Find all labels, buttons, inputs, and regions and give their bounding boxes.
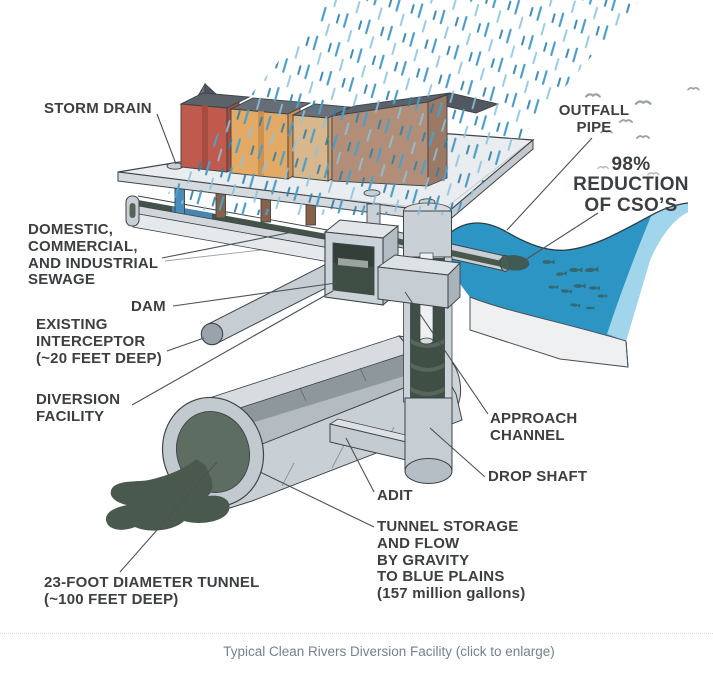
leader-dam bbox=[172, 282, 337, 307]
label-tunnel-storage: TUNNEL STORAGE AND FLOW BY GRAVITY TO BL… bbox=[377, 518, 526, 603]
label-dam: DAM bbox=[131, 298, 166, 315]
leader-lines bbox=[119, 113, 599, 573]
leader-tunnel-storage bbox=[259, 471, 375, 528]
label-approach-channel: APPROACH CHANNEL bbox=[490, 410, 578, 444]
label-storm-drain: STORM DRAIN bbox=[44, 100, 152, 117]
leader-storm-drain bbox=[156, 113, 177, 165]
leader-outfall-pipe bbox=[506, 137, 593, 231]
label-existing-interceptor: EXISTING INTERCEPTOR (~20 FEET DEEP) bbox=[36, 316, 162, 367]
existing-interceptor-pipe bbox=[200, 263, 338, 346]
leader-approach-channel bbox=[404, 291, 489, 415]
cso-plume bbox=[498, 255, 530, 271]
label-adit: ADIT bbox=[377, 487, 413, 504]
label-sewage-sources: DOMESTIC, COMMERCIAL, AND INDUSTRIAL SEW… bbox=[28, 221, 159, 289]
leader-adit bbox=[345, 437, 375, 493]
label-diversion-facility: DIVERSION FACILITY bbox=[36, 391, 121, 425]
leader-drop-shaft bbox=[429, 427, 486, 478]
leader-sewage bbox=[161, 230, 299, 259]
dam-weir bbox=[338, 258, 368, 268]
label-drop-shaft: DROP SHAFT bbox=[488, 468, 588, 485]
caption-divider bbox=[0, 633, 713, 634]
leader-diversion-facility bbox=[131, 290, 334, 406]
sewage-spill bbox=[106, 459, 230, 531]
diversion-facility-structure bbox=[323, 203, 400, 307]
label-tunnel-size: 23-FOOT DIAMETER TUNNEL (~100 FEET DEEP) bbox=[44, 574, 260, 608]
leader-interceptor bbox=[166, 337, 205, 352]
figure-caption: Typical Clean Rivers Diversion Facility … bbox=[223, 644, 555, 659]
label-cso-reduction: 98% REDUCTION OF CSO’S bbox=[573, 154, 689, 216]
leader-tunnel-size bbox=[119, 461, 218, 573]
river-water bbox=[442, 202, 689, 368]
label-outfall-pipe: OUTFALL PIPE bbox=[558, 102, 630, 136]
leader-cso-reduction bbox=[521, 212, 599, 263]
